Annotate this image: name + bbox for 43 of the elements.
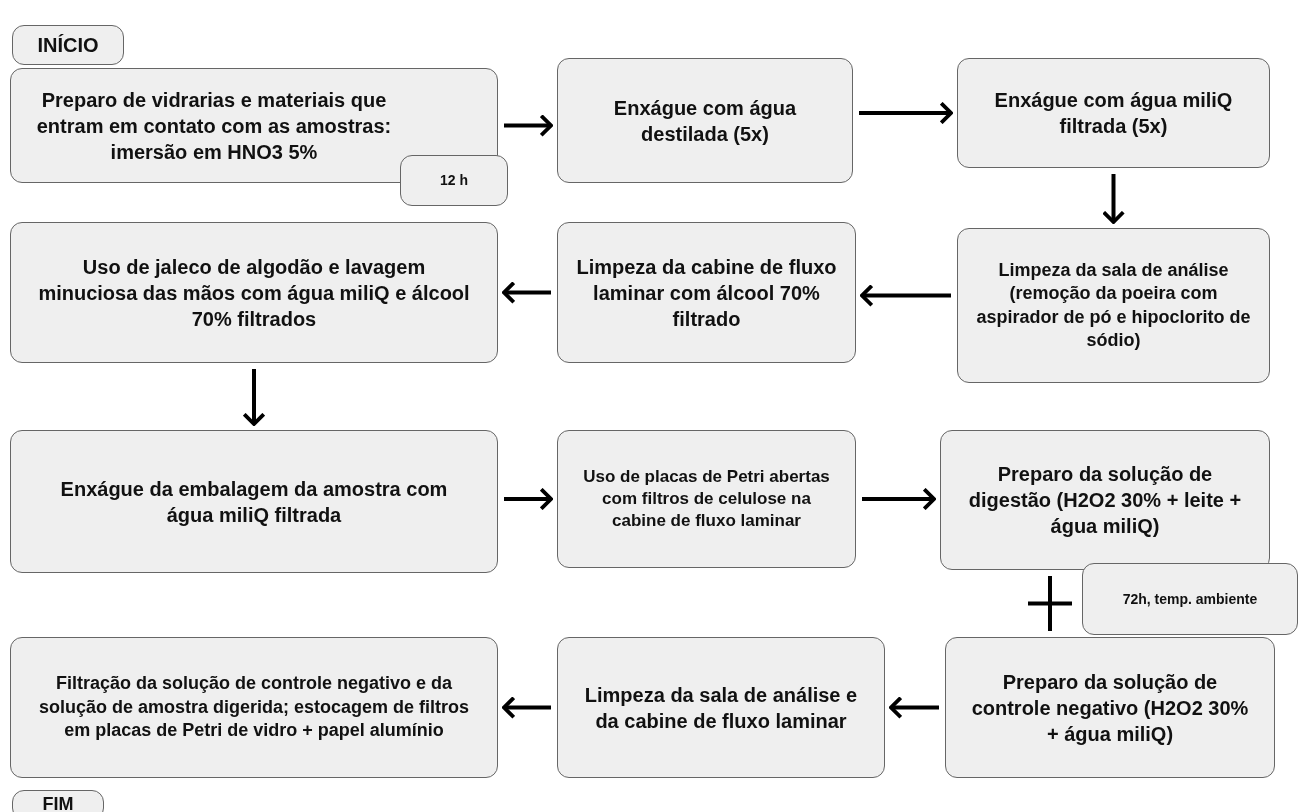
arrow <box>1101 174 1126 224</box>
step-text: Preparo da solução de controle negativo (H2O2 30% + água miliQ) <box>970 669 1250 747</box>
process-box <box>557 637 885 778</box>
process-box <box>10 637 498 778</box>
process-box <box>957 58 1270 168</box>
step-text: Enxágue da embalagem da amostra com água miliQ filtrada <box>59 476 449 528</box>
process-box <box>400 155 508 206</box>
step-text: 72h, temp. ambiente <box>1122 589 1258 609</box>
process-box <box>12 25 124 65</box>
step-text: Uso de jaleco de algodão e lavagem minuciosa das mãos com água miliQ e álcool 70% filtrados <box>37 254 471 332</box>
plus-connector <box>1026 574 1074 633</box>
process-box <box>557 222 856 363</box>
step-text: Enxágue com água miliQ filtrada (5x) <box>993 88 1234 139</box>
step-text: INÍCIO <box>37 33 99 58</box>
step-text: FIM <box>42 793 74 812</box>
step-text: Limpeza da sala de análise (remoção da poeira com aspirador de pó e hipoclorito de sódio) <box>975 258 1252 352</box>
step-text: Limpeza da cabine de fluxo laminar com álcool 70% filtrado <box>575 254 838 332</box>
step-text: Filtração da solução de controle negativo e da solução de amostra digerida; estocagem de filtros em placas de Petri de vidro + papel alumínio <box>37 672 471 743</box>
process-box <box>940 430 1270 570</box>
step-text: Uso de placas de Petri abertas com filtros de celulose na cabine de fluxo laminar <box>582 465 831 533</box>
process-box <box>10 430 498 573</box>
arrow <box>889 695 939 720</box>
process-box <box>12 790 104 812</box>
process-box <box>10 68 498 183</box>
step-text: Limpeza da sala de análise e da cabine de fluxo laminar <box>583 682 859 734</box>
process-box <box>557 430 856 568</box>
step-text: Preparo da solução de digestão (H2O2 30% + leite + água miliQ) <box>967 462 1243 539</box>
process-box <box>10 222 498 363</box>
arrow <box>862 487 936 511</box>
arrow <box>502 280 551 305</box>
arrow <box>860 283 951 308</box>
step-text: 12 h <box>440 171 468 190</box>
process-box <box>945 637 1275 778</box>
process-box <box>1082 563 1298 635</box>
step-text: Enxágue com água destilada (5x) <box>612 95 798 147</box>
arrow <box>859 101 953 125</box>
process-box <box>957 228 1270 383</box>
arrow <box>242 369 266 426</box>
step-text: Preparo de vidrarias e materiais que entram em contato com as amostras: imersão em HNO3 5% <box>35 87 393 165</box>
process-box <box>557 58 853 183</box>
arrow <box>504 113 553 138</box>
arrow <box>504 487 553 511</box>
arrow <box>502 695 551 720</box>
